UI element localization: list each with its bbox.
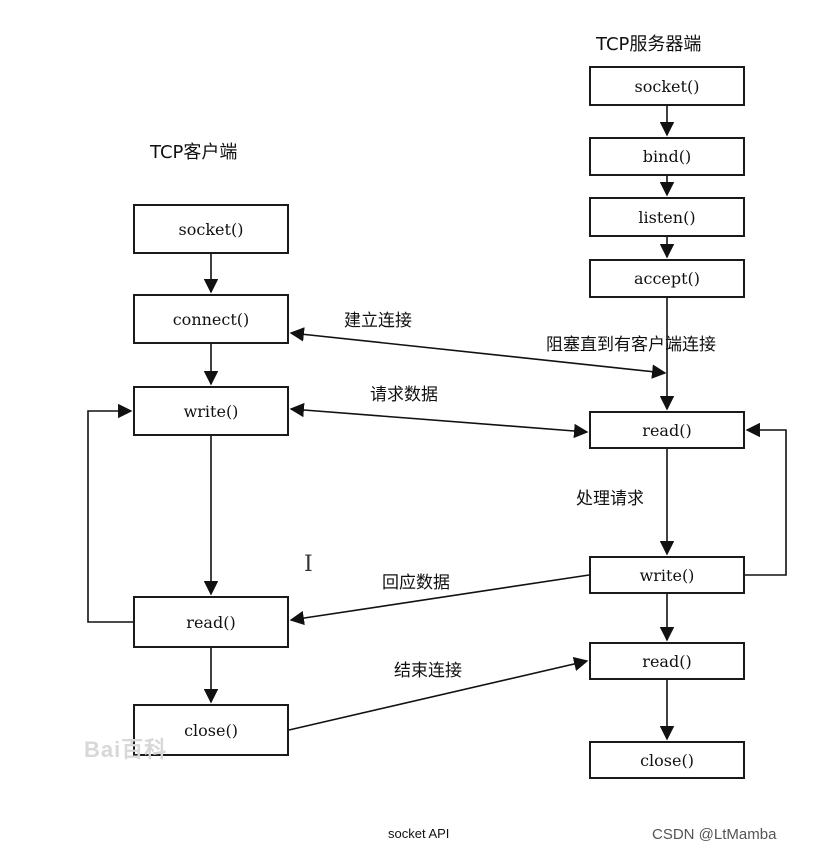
response-data-arrow bbox=[289, 574, 590, 626]
server-listen-box: listen() bbox=[589, 197, 745, 237]
server-bind-box: bind() bbox=[589, 137, 745, 176]
diagram-caption: socket API bbox=[388, 826, 450, 841]
client-close-box: close() bbox=[133, 704, 289, 756]
end-connection-label: 结束连接 bbox=[394, 661, 462, 681]
server-write-box: write() bbox=[589, 556, 745, 594]
request-data-arrow bbox=[289, 402, 589, 439]
end-connection-arrow bbox=[288, 656, 589, 731]
baidu-watermark: Bai百科 bbox=[84, 737, 168, 762]
text-cursor-icon: I bbox=[304, 552, 313, 577]
client-loop-arrow bbox=[87, 403, 133, 623]
server-accept-box: accept() bbox=[589, 259, 745, 298]
establish-connection-arrow bbox=[289, 327, 667, 379]
client-title: TCP客户端 bbox=[150, 142, 238, 163]
server-read2-box: read() bbox=[589, 642, 745, 680]
establish-connection-label: 建立连接 bbox=[344, 311, 412, 331]
client-socket-box: socket() bbox=[133, 204, 289, 254]
request-data-label: 请求数据 bbox=[370, 385, 438, 405]
client-read-box: read() bbox=[133, 596, 289, 648]
client-connect-box: connect() bbox=[133, 294, 289, 344]
process-request-label: 处理请求 bbox=[576, 489, 644, 509]
block-until-client-label: 阻塞直到有客户端连接 bbox=[546, 335, 716, 355]
csdn-watermark: CSDN @LtMamba bbox=[652, 826, 777, 843]
server-title: TCP服务器端 bbox=[596, 34, 702, 55]
client-write-box: write() bbox=[133, 386, 289, 436]
server-read-box: read() bbox=[589, 411, 745, 449]
server-close-box: close() bbox=[589, 741, 745, 779]
server-loop-arrow bbox=[745, 422, 787, 576]
response-data-label: 回应数据 bbox=[382, 573, 450, 593]
server-socket-box: socket() bbox=[589, 66, 745, 106]
